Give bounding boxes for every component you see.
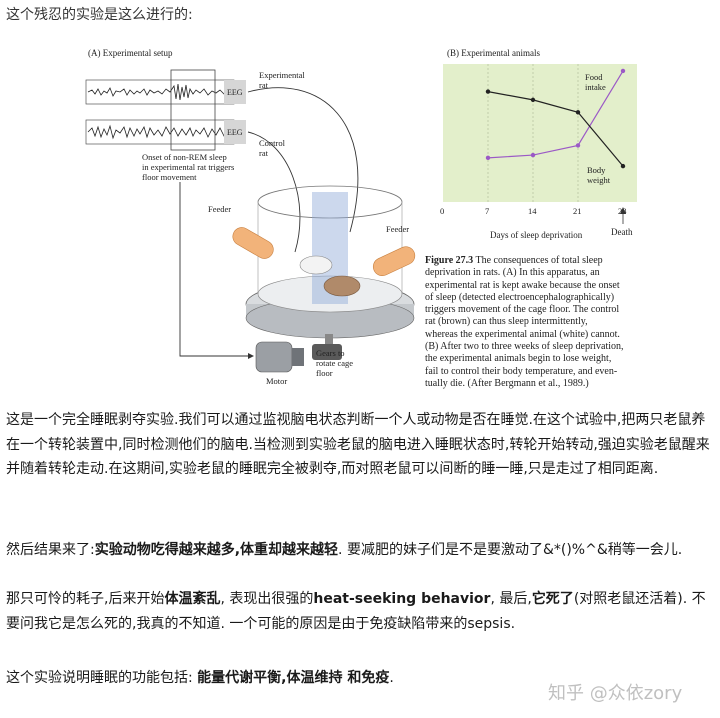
caption-line: (B) After two to three weeks of sleep de… (425, 341, 624, 353)
eeg-label-box-top (224, 80, 246, 104)
results-tail: . 要减肥的妹子们是不是要激动了&*()%^&稍等一会儿. (338, 542, 683, 558)
death-label: Death (611, 227, 633, 237)
feeder-left (232, 227, 274, 259)
panel-b-title: (B) Experimental animals (447, 48, 540, 58)
motor-label: Motor (266, 376, 287, 386)
gears (312, 344, 342, 360)
outcome-highlight-heat-seeking: heat-seeking behavior (313, 591, 491, 607)
zhihu-watermark: 知乎 @众依zory (548, 683, 683, 704)
eeg-trace-control (87, 124, 233, 140)
outcome-tail: (对照老鼠还活着). 不要问我它是怎么死的,我真的不知道. 一个可能的原因是由于… (6, 591, 706, 632)
arrow-to-motor (179, 182, 248, 357)
caption-line: rat (brown) can thus sleep intermittentl… (425, 316, 588, 328)
panel-a-title: (A) Experimental setup (88, 48, 173, 58)
feeder-right-label: Feeder (386, 224, 409, 234)
arrow-control (247, 131, 301, 253)
data-point-food-intake (575, 143, 581, 148)
eeg-label-bottom: EEG (227, 128, 243, 137)
data-point-food-intake (620, 68, 626, 74)
caption-line: tually die. (After Bergmann et al., 1989… (425, 377, 589, 389)
onset-note: Onset of non-REM sleep in experimental r… (142, 152, 236, 182)
paragraph-outcome: 那只可怜的耗子,后来开始体温紊乱, 表现出很强的heat-seeking beh… (6, 587, 714, 636)
experimental-rat (299, 255, 333, 275)
death-arrowhead (620, 207, 626, 214)
chart-series (485, 68, 626, 169)
caption-line: fail to control their body temperature, … (425, 365, 618, 377)
data-point-body-weight (485, 89, 491, 94)
eeg-trace-experimental (87, 83, 233, 101)
series-line-body-weight (487, 91, 624, 167)
body-weight-label: Body weight (587, 165, 611, 185)
caption-line: experimental rat is kept awake because t… (425, 279, 620, 291)
conclusion-lead: 这个实验说明睡眠的功能包括: (6, 670, 198, 686)
caption-line: deprivation in rats. (A) In this apparat… (425, 267, 600, 279)
data-point-food-intake (485, 155, 491, 161)
chart-grid (487, 64, 579, 202)
paragraph-experiment-description: 这是一个完全睡眠剥夺实验.我们可以通过监视脑电状态判断一个人或动物是否在睡觉.在… (6, 412, 710, 477)
caption-line: triggers movement of the cage floor. The… (425, 304, 620, 316)
x-tick-label: 21 (573, 206, 582, 216)
paragraph-results: 然后结果来了:实验动物吃得越来越多,体重却越来越轻. 要减肥的妹子们是不是要激动… (6, 538, 714, 563)
x-axis-title: Days of sleep deprivation (490, 230, 583, 240)
caption-line: The consequences of total sleep (475, 255, 603, 266)
eeg-label-box-bottom (224, 120, 246, 144)
caption-figure-number: Figure 27.3 (425, 255, 474, 266)
results-highlight: 实验动物吃得越来越多,体重却越来越轻 (94, 542, 339, 558)
conclusion-tail: . (389, 670, 394, 686)
outcome-text: , 最后, (490, 591, 532, 607)
feeder-left-label: Feeder (208, 204, 231, 214)
outcome-lead: 那只可怜的耗子,后来开始 (6, 591, 165, 607)
experimental-rat-label: Experimental rat (259, 70, 307, 90)
motor-cap (292, 348, 304, 366)
data-point-body-weight (620, 163, 626, 169)
data-point-body-weight (575, 110, 581, 115)
data-point-body-weight (530, 97, 536, 103)
control-rat-label: Control rat (259, 138, 287, 158)
eeg-panel-bottom (85, 119, 235, 145)
motor-body (255, 341, 293, 373)
caption-line: whereas the experimental animal (white) … (425, 328, 620, 340)
food-intake-label: Food intake (585, 72, 606, 92)
arrowhead-motor (248, 353, 254, 359)
feeder-right (372, 246, 416, 277)
x-tick-label: 0 (440, 206, 444, 216)
outcome-text: , 表现出很强的 (220, 591, 314, 607)
arrow-experimental (247, 87, 359, 233)
intro-line: 这个残忍的实验是这么进行的: (6, 7, 193, 23)
conclusion-highlight: 能量代谢平衡,体温维持 和免疫 (197, 670, 390, 686)
x-tick-label: 14 (528, 206, 537, 216)
caption-line: of sleep (detected electroencephalograph… (425, 291, 615, 303)
paragraph-conclusion: 这个实验说明睡眠的功能包括: 能量代谢平衡,体温维持 和免疫. (6, 666, 714, 691)
chart-plot-area (443, 64, 637, 202)
eeg-label-top: EEG (227, 88, 243, 97)
data-point-food-intake (530, 152, 536, 158)
figure-27-3: (A) Experimental setup EEG EEG Onset of … (80, 42, 650, 392)
control-rat (323, 275, 361, 297)
chart-x-ticks: 07142128 (440, 206, 627, 216)
figure-caption: Figure 27.3 The consequences of total sl… (425, 255, 655, 390)
eeg-panel-top (85, 79, 235, 105)
x-tick-label: 7 (485, 206, 489, 216)
outcome-highlight-temperature: 体温紊乱 (164, 591, 221, 607)
outcome-highlight-death: 它死了 (531, 591, 574, 607)
sleep-onset-highlight (170, 69, 216, 151)
caption-line: the experimental animals begin to lose w… (425, 353, 612, 365)
series-line-food-intake (487, 70, 624, 159)
figure-illustration: (A) Experimental setup EEG EEG Onset of … (85, 48, 637, 386)
results-lead: 然后结果来了: (6, 542, 95, 558)
gears-label: Gears to rotate cage floor (316, 348, 355, 378)
